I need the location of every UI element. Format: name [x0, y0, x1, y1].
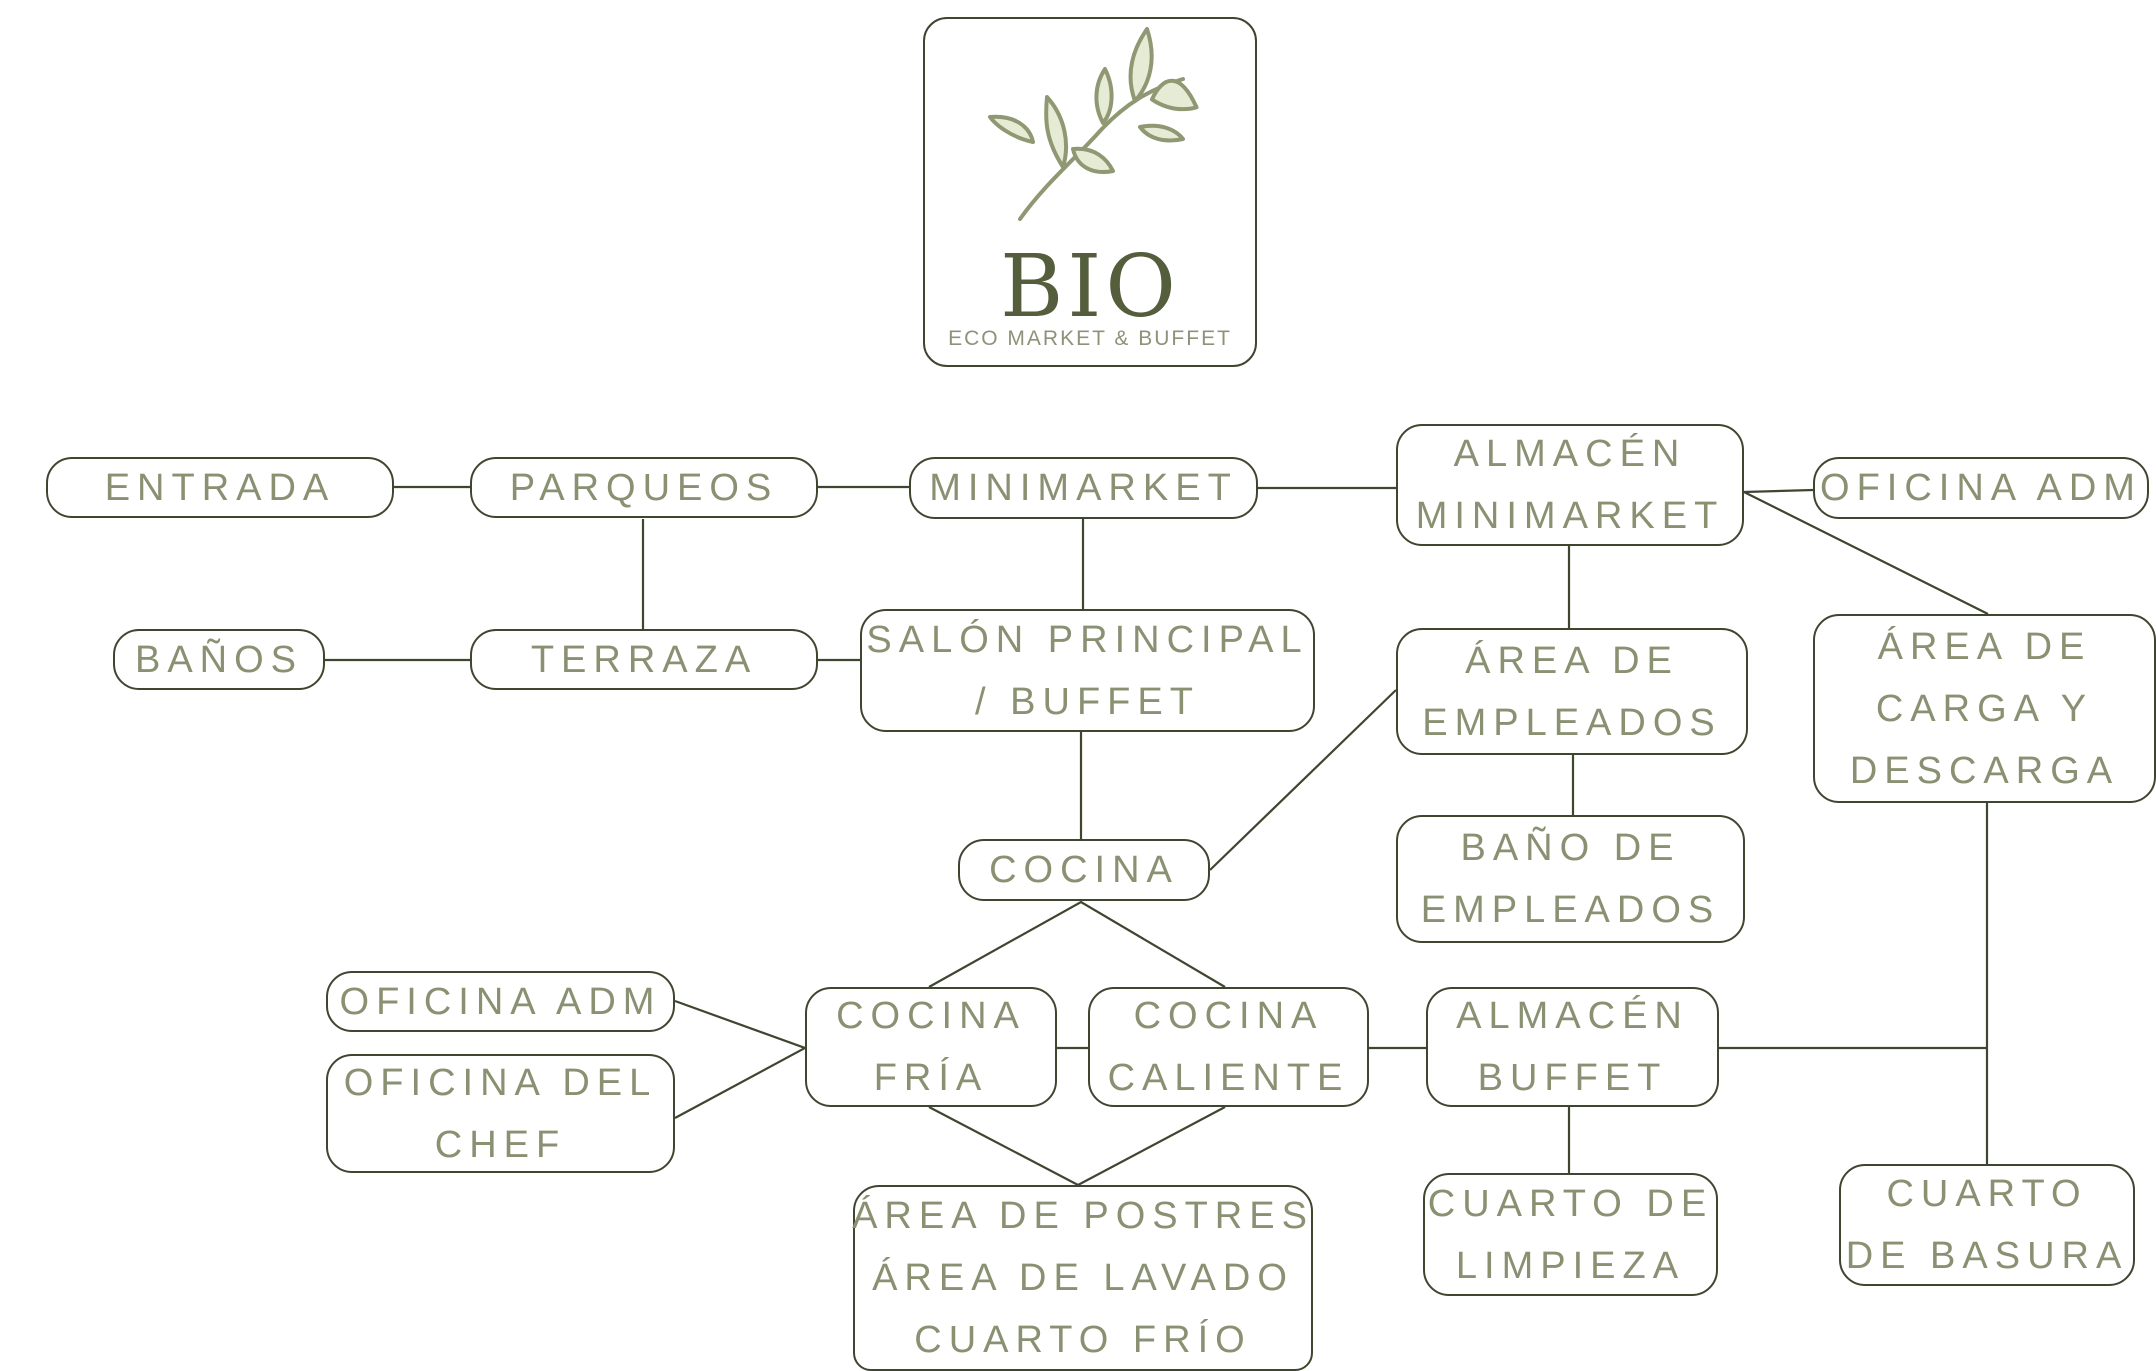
node-label: ALMACÉN [1456, 995, 1689, 1037]
node-area-empleados: ÁREA DE EMPLEADOS [1396, 628, 1748, 755]
edge-cocina-empleados [1209, 689, 1397, 871]
node-label: CARGA Y [1875, 687, 2094, 730]
node-label: CHEF [434, 1123, 567, 1166]
node-label: BAÑOS [134, 638, 304, 681]
brand-tagline: ECO MARKET & BUFFET [948, 327, 1232, 350]
node-label: DE BASURA [1845, 1235, 2129, 1277]
edge-almacen-carga [1743, 491, 1989, 615]
edge-cocina-split [928, 900, 1226, 988]
node-banos: BAÑOS [113, 629, 325, 690]
node-minimarket: MINIMARKET [909, 457, 1258, 519]
node-cuarto-basura: CUARTO DE BASURA [1839, 1164, 2135, 1286]
node-bano-empleados: BAÑO DE EMPLEADOS [1396, 815, 1745, 943]
node-almacen-minimarket: ALMACÉN MINIMARKET [1396, 424, 1744, 546]
node-oficina-adm-top: OFICINA ADM [1813, 457, 2149, 519]
edge-almacen-oficina [1743, 488, 1814, 494]
node-label: ÁREA DE POSTRES [852, 1195, 1314, 1237]
node-label: ENTRADA [104, 466, 336, 509]
node-label: OFICINA DEL [343, 1061, 658, 1104]
node-area-postres: ÁREA DE POSTRES ÁREA DE LAVADO CUARTO FR… [852, 1185, 1314, 1371]
node-label: CUARTO DE [1427, 1182, 1714, 1225]
node-terraza: TERRAZA [470, 629, 818, 690]
node-label: MINIMARKET [1415, 495, 1725, 537]
node-label: EMPLEADOS [1422, 701, 1722, 744]
node-parqueos: PARQUEOS [470, 457, 818, 518]
node-label: EMPLEADOS [1420, 889, 1721, 931]
node-label: OFICINA ADM [339, 980, 662, 1023]
node-label: OFICINA ADM [1820, 467, 2142, 509]
node-oficina-adm-left: OFICINA ADM [326, 971, 675, 1032]
node-cocina-caliente: COCINA CALIENTE [1088, 987, 1369, 1107]
brand-name: BIO [1000, 237, 1180, 337]
node-label: SALÓN PRINCIPAL [866, 618, 1309, 661]
node-label: ÁREA DE [1465, 639, 1679, 682]
node-label: ALMACÉN [1453, 433, 1687, 475]
node-label: PARQUEOS [509, 466, 779, 509]
node-almacen-buffet: ALMACÉN BUFFET [1426, 987, 1719, 1107]
node-oficina-chef: OFICINA DEL CHEF [326, 1054, 675, 1173]
node-cuarto-limpieza: CUARTO DE LIMPIEZA [1423, 1173, 1718, 1296]
node-label: ÁREA DE LAVADO [872, 1257, 1294, 1299]
node-label: BUFFET [1477, 1057, 1668, 1099]
node-label: ÁREA DE [1877, 625, 2092, 668]
node-label: CUARTO [1886, 1173, 2088, 1215]
node-label: COCINA [989, 849, 1179, 891]
node-label: / BUFFET [975, 680, 1200, 723]
node-label: DESCARGA [1849, 749, 2120, 792]
node-cocina-fria: COCINA FRÍA [805, 987, 1057, 1107]
node-area-carga: ÁREA DE CARGA Y DESCARGA [1813, 614, 2156, 803]
brand-logo: BIO ECO MARKET & BUFFET [923, 17, 1257, 367]
olive-branch-icon [988, 27, 1199, 221]
node-label: FRÍA [873, 1057, 989, 1099]
node-label: MINIMARKET [929, 467, 1238, 509]
node-salon-principal: SALÓN PRINCIPAL / BUFFET [860, 609, 1315, 732]
node-label: CALIENTE [1107, 1057, 1350, 1099]
node-cocina: COCINA [958, 839, 1210, 901]
node-label: LIMPIEZA [1455, 1244, 1686, 1287]
node-label: COCINA [1133, 995, 1324, 1037]
node-label: COCINA [836, 995, 1026, 1037]
edge-oficinas-fria [674, 999, 808, 1119]
node-label: CUARTO FRÍO [914, 1319, 1252, 1361]
edge-cocinas-postres [928, 1106, 1226, 1187]
node-label: BAÑO DE [1460, 827, 1681, 869]
node-label: TERRAZA [530, 638, 758, 681]
node-entrada: ENTRADA [46, 457, 394, 518]
